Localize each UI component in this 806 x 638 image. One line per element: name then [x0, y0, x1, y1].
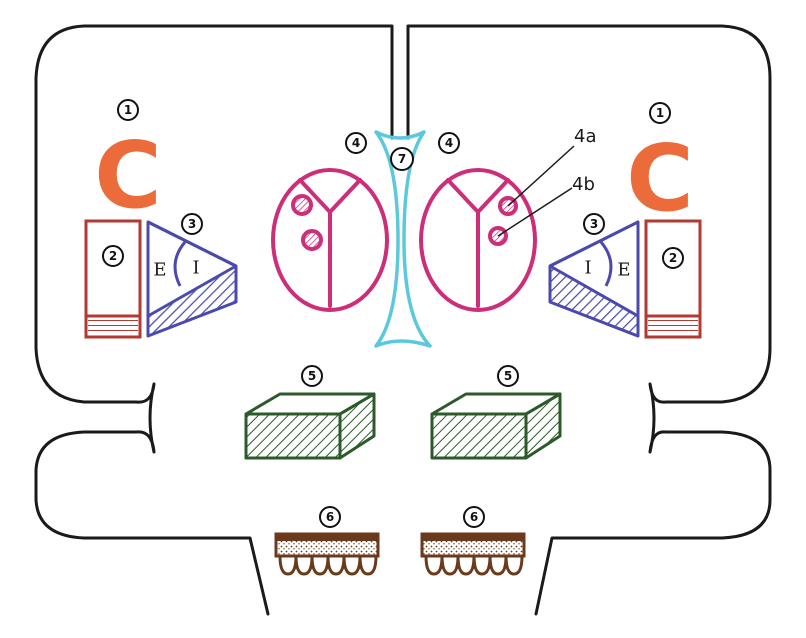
left-y-shape	[298, 178, 362, 308]
callout-4a-label: 4a	[574, 126, 596, 147]
num-4-right-badge	[438, 132, 460, 154]
organelle-2-right: 2	[644, 219, 702, 339]
num-2-left-badge	[102, 245, 124, 267]
num-3-left-badge	[181, 213, 203, 235]
upper-left-cell-membrane	[34, 24, 394, 404]
num-4-right-label: 4	[445, 136, 453, 150]
organelle-1-left: C 1	[94, 99, 162, 229]
organelle-1-right: C 1	[626, 102, 694, 232]
channel-7: 7	[374, 130, 432, 348]
organelle-5-right: 5	[430, 365, 562, 460]
lower-cell-membrane-right	[534, 430, 772, 616]
right-green-front	[430, 412, 528, 460]
left-tri-i: I	[192, 258, 199, 279]
num-5-left-label: 5	[308, 369, 316, 383]
left-ellipse	[271, 168, 389, 312]
left-granule-b	[301, 229, 323, 251]
cell-membranes	[34, 24, 772, 616]
organelle-6-left: 6	[274, 506, 380, 576]
right-wedge-arc	[599, 241, 613, 287]
organelle-4-left	[271, 168, 389, 312]
callout-4b-label: 4b	[572, 174, 595, 195]
num-1-left-label: 1	[124, 103, 132, 117]
right-tri-e: E	[617, 260, 630, 281]
left-green-front	[244, 412, 342, 460]
c-right-glyph: C	[626, 125, 694, 232]
organelle-3-right: I E 3	[548, 213, 640, 338]
right-ellipse	[419, 168, 537, 312]
num-7-label: 7	[398, 152, 406, 166]
left-green-side	[338, 392, 376, 460]
lower-cell-membrane	[34, 430, 270, 616]
num-3-right-label: 3	[590, 217, 598, 231]
right-y-shape	[446, 178, 510, 308]
num-2-right-label: 2	[669, 251, 677, 265]
left-tri-e: E	[153, 260, 166, 281]
right-comb-teeth	[424, 555, 524, 576]
num-6-right-badge	[463, 506, 485, 528]
num-3-right-badge	[583, 213, 605, 235]
num-1-left-badge	[117, 99, 139, 121]
num-4-left-badge	[345, 132, 367, 154]
organelle-3-left: E I 3	[146, 213, 238, 338]
right-red-box-hatch	[648, 316, 698, 335]
channel-shape	[374, 130, 432, 348]
callout-4a-line	[507, 145, 575, 207]
num-3-left-label: 3	[188, 217, 196, 231]
left-granule-a	[291, 194, 313, 216]
num-4-left-label: 4	[352, 136, 360, 150]
right-green-side	[524, 392, 562, 460]
num-6-right-label: 6	[470, 510, 478, 524]
num-7-badge	[390, 147, 414, 171]
num-2-right-badge	[662, 247, 684, 269]
num-1-right-badge	[649, 102, 671, 124]
num-1-right-label: 1	[656, 106, 664, 120]
organelle-2-left: 2	[84, 219, 142, 339]
right-tri-i: I	[584, 258, 591, 279]
organelle-6-right: 6	[420, 506, 526, 576]
callout-4b-line	[497, 187, 573, 237]
num-5-right-label: 5	[504, 369, 512, 383]
upper-right-cell-membrane	[406, 24, 772, 404]
num-6-left-badge	[319, 506, 341, 528]
num-5-left-badge	[301, 365, 323, 387]
organelle-5-left: 5	[244, 365, 376, 460]
left-red-box-hatch	[88, 316, 138, 335]
left-lateral-contact	[134, 382, 156, 454]
right-lateral-contact	[648, 382, 668, 454]
num-5-right-badge	[497, 365, 519, 387]
c-left-glyph: C	[94, 122, 162, 229]
organelle-4-right	[419, 168, 537, 312]
num-2-left-label: 2	[109, 249, 117, 263]
num-6-left-label: 6	[326, 510, 334, 524]
left-wedge-arc	[173, 241, 187, 287]
left-comb-teeth	[278, 555, 378, 576]
